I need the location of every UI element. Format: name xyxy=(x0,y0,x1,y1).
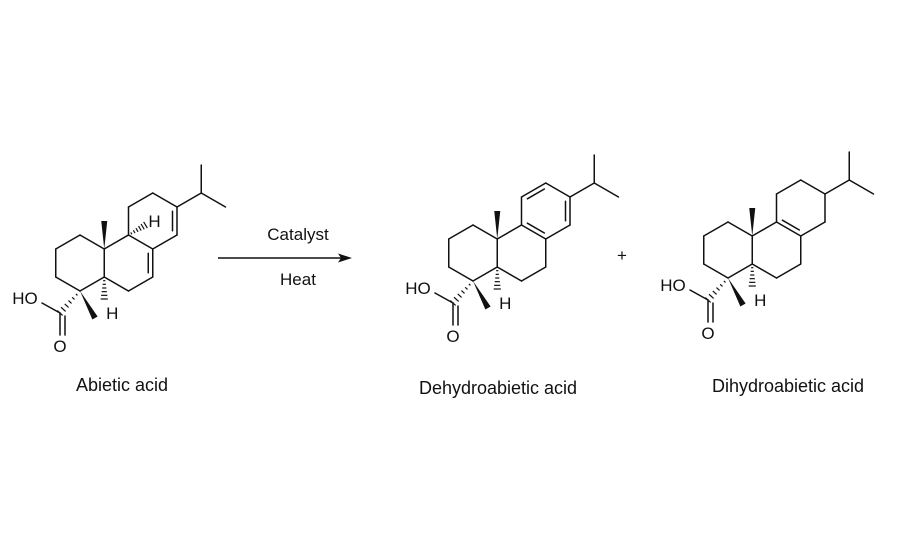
methyl-wedge-bond xyxy=(749,208,756,236)
hydroxyl-label: HO xyxy=(660,276,686,295)
bond xyxy=(448,224,474,240)
bond xyxy=(520,266,547,282)
bond xyxy=(727,221,753,237)
hydrogen-hashed-bond xyxy=(130,221,148,235)
carbonyl-oxygen-label: O xyxy=(53,337,66,356)
bond xyxy=(55,276,81,292)
bond xyxy=(775,263,802,279)
methyl-wedge-bond xyxy=(728,278,746,307)
hydrogen-label: H xyxy=(148,212,160,231)
bond xyxy=(727,263,753,279)
c-oh-bond xyxy=(434,292,454,304)
hydrogen-label: H xyxy=(754,291,766,310)
bond xyxy=(152,192,178,208)
bond xyxy=(496,266,523,282)
double-bond-line xyxy=(526,188,546,200)
bond xyxy=(127,276,154,292)
carboxyl-hashed-bond xyxy=(56,293,78,316)
bond xyxy=(751,263,778,279)
dehydroabietic-acid-label: Dehydroabietic acid xyxy=(419,378,577,398)
bond xyxy=(800,179,826,195)
reaction-arrow xyxy=(218,253,352,263)
catalyst-label: Catalyst xyxy=(267,225,329,244)
hydroxyl-label: HO xyxy=(12,289,38,308)
bond xyxy=(496,224,523,240)
carbonyl-oxygen-label: O xyxy=(701,324,714,343)
hydrogen-hashed-bond xyxy=(100,280,108,300)
bond xyxy=(593,182,620,198)
bond xyxy=(775,179,802,195)
methyl-wedge-bond xyxy=(473,281,491,310)
bond xyxy=(703,221,729,237)
arrow-head xyxy=(338,253,352,263)
hydrogen-hashed-bond xyxy=(748,267,756,287)
bond xyxy=(800,221,826,237)
carbonyl-oxygen-label: O xyxy=(446,327,459,346)
bond xyxy=(152,234,178,250)
heat-label: Heat xyxy=(280,270,316,289)
bond xyxy=(703,263,729,279)
bond xyxy=(55,234,81,250)
dehydroabietic-acid-structure: H HO O xyxy=(405,154,620,346)
bond xyxy=(520,182,547,198)
bond xyxy=(520,224,547,240)
bond xyxy=(127,192,154,208)
carboxyl-hashed-bond xyxy=(704,280,726,303)
double-bond-line xyxy=(781,219,801,231)
bond xyxy=(176,192,202,208)
bond xyxy=(79,276,105,292)
bond xyxy=(79,234,105,250)
bond xyxy=(103,276,130,292)
bond xyxy=(775,221,802,237)
hydrogen-label: H xyxy=(499,294,511,313)
bond xyxy=(472,266,498,282)
dihydroabietic-acid-structure: H HO O xyxy=(660,151,875,343)
c-oh-bond xyxy=(41,302,61,314)
methyl-wedge-bond xyxy=(494,211,501,239)
dihydroabietic-acid-label: Dihydroabietic acid xyxy=(712,376,864,396)
abietic-acid-structure: H H HO O xyxy=(12,164,227,356)
c-oh-bond xyxy=(689,289,709,301)
bond xyxy=(824,179,850,195)
bond xyxy=(545,182,571,198)
bond xyxy=(751,221,778,237)
hydroxyl-label: HO xyxy=(405,279,431,298)
bond xyxy=(848,179,875,195)
hydrogen-label: H xyxy=(106,304,118,323)
methyl-wedge-bond xyxy=(80,291,98,320)
bond xyxy=(200,192,227,208)
carboxyl-hashed-bond xyxy=(449,283,471,306)
bond xyxy=(569,182,595,198)
methyl-wedge-bond xyxy=(101,221,108,249)
double-bond-line xyxy=(526,222,546,234)
plus-sign: + xyxy=(617,246,627,265)
bond xyxy=(127,234,154,250)
abietic-acid-label: Abietic acid xyxy=(76,375,168,395)
bond xyxy=(472,224,498,240)
bond xyxy=(545,224,571,240)
hydrogen-hashed-bond xyxy=(493,270,501,290)
bond xyxy=(103,234,130,250)
bond xyxy=(448,266,474,282)
